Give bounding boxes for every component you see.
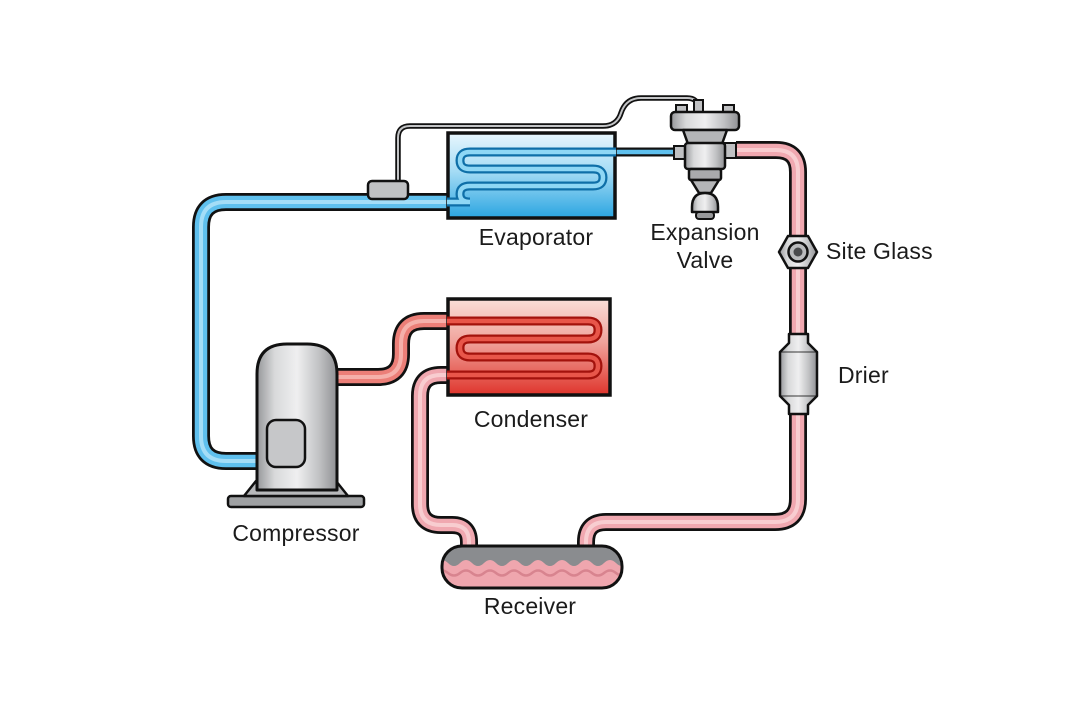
receiver (440, 544, 624, 590)
valve-body (683, 141, 727, 171)
valve-bulb-cap (695, 211, 715, 220)
valve-inlet-connector (724, 142, 737, 159)
drier (778, 332, 819, 416)
receiver-liquid-wave (442, 569, 622, 577)
drier-body (778, 332, 819, 416)
receiver-liquid (442, 560, 622, 588)
suction-line-pipe (192, 193, 448, 470)
receiver-to-valve-pipe (577, 141, 807, 556)
compressor (226, 342, 366, 509)
label-compressor: Compressor (232, 520, 360, 546)
condenser (446, 297, 612, 397)
compressor-port (265, 418, 307, 469)
site-glass (777, 234, 819, 270)
valve-outlet-connector (673, 145, 686, 160)
valve-bulb (690, 191, 720, 214)
condenser-shell (446, 297, 612, 397)
compressor-base-plate (226, 494, 366, 509)
condenser-to-receiver-pipe (411, 366, 478, 556)
expansion-valve (669, 99, 741, 220)
label-receiver: Receiver (483, 593, 577, 619)
label-condenser: Condenser (473, 406, 589, 432)
valve-diaphragm-flange (669, 110, 741, 132)
evaporator (446, 131, 617, 220)
site-glass-lens (793, 247, 803, 257)
valve-taper (689, 178, 721, 195)
label-site-glass: Site Glass (826, 238, 933, 264)
valve-collar (687, 167, 723, 182)
label-expansion-valve: Expansion Valve (650, 219, 760, 274)
label-drier: Drier (838, 362, 889, 388)
sensing-bulb (366, 179, 410, 201)
discharge-line-pipe (326, 312, 452, 386)
evaporator-shell (446, 131, 617, 220)
label-evaporator: Evaporator (478, 224, 594, 250)
